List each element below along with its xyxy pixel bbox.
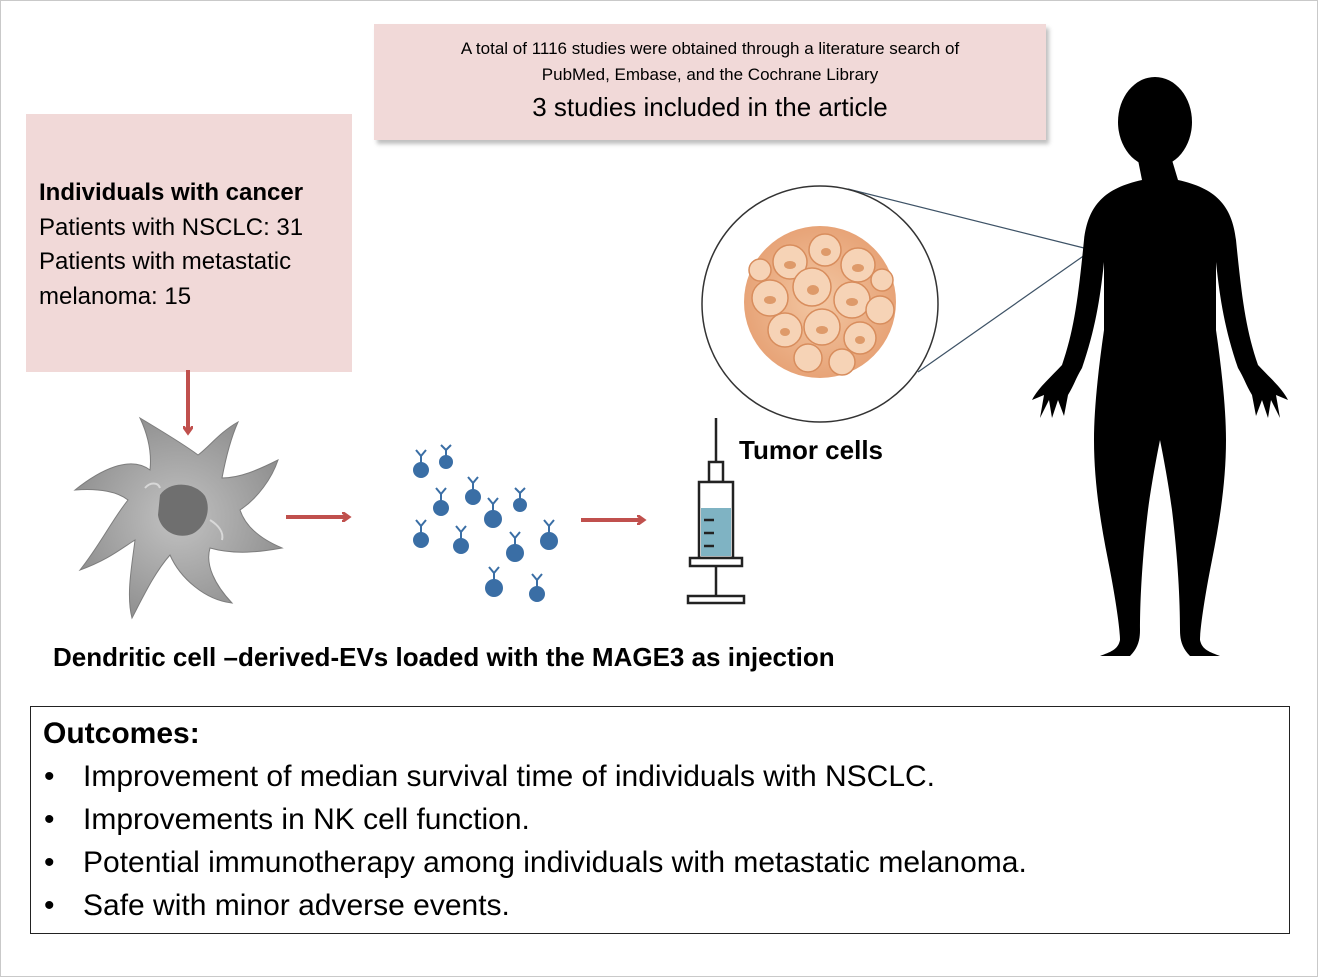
search-line-1: A total of 1116 studies were obtained th… <box>460 39 960 58</box>
cohort-melanoma-2: melanoma: 15 <box>39 282 192 310</box>
bullet: • <box>44 889 55 922</box>
outcome-item: • Potential immunotherapy among individua… <box>31 841 1289 884</box>
cohort-nsclc: Patients with NSCLC: 31 <box>39 213 304 241</box>
search-description: A total of 1116 studies were obtained th… <box>374 36 1046 88</box>
cohort-melanoma-1: Patients with metastatic <box>39 248 292 275</box>
outcome-item: • Improvements in NK cell function. <box>31 798 1289 841</box>
outcome-text: Safe with minor adverse events. <box>83 889 510 922</box>
bullet: • <box>44 760 55 793</box>
human-silhouette-icon <box>1032 77 1288 656</box>
literature-search-box: A total of 1116 studies were obtained th… <box>374 24 1046 140</box>
outcome-item: • Improvement of median survival time of … <box>31 755 1289 798</box>
cohort-box: Individuals with cancer Patients with NS… <box>26 114 352 372</box>
dc-ev-caption: Dendritic cell –derived-EVs loaded with … <box>53 642 835 672</box>
outcomes-box: Outcomes: • Improvement of median surviva… <box>30 706 1290 934</box>
outcomes-list: • Improvement of median survival time of … <box>31 755 1289 927</box>
magnifier-connector <box>847 188 1093 373</box>
tumor-cells-icon <box>701 185 939 423</box>
extracellular-vesicles-icon <box>413 444 558 602</box>
cohort-title: Individuals with cancer <box>39 179 304 206</box>
outcomes-title: Outcomes: <box>43 717 200 750</box>
syringe-icon <box>686 418 746 605</box>
tumor-cells-label: Tumor cells <box>739 435 884 465</box>
bullet: • <box>44 846 55 879</box>
search-line-2: PubMed, Embase, and the Cochrane Library <box>541 65 879 84</box>
outcome-text: Potential immunotherapy among individual… <box>83 846 1027 879</box>
outcome-text: Improvement of median survival time of i… <box>83 760 935 793</box>
outcome-item: • Safe with minor adverse events. <box>31 884 1289 927</box>
arrow-icon <box>188 370 643 520</box>
studies-included: 3 studies included in the article <box>532 92 888 122</box>
bullet: • <box>44 803 55 836</box>
outcome-text: Improvements in NK cell function. <box>83 803 530 836</box>
dendritic-cell-icon <box>73 416 284 620</box>
